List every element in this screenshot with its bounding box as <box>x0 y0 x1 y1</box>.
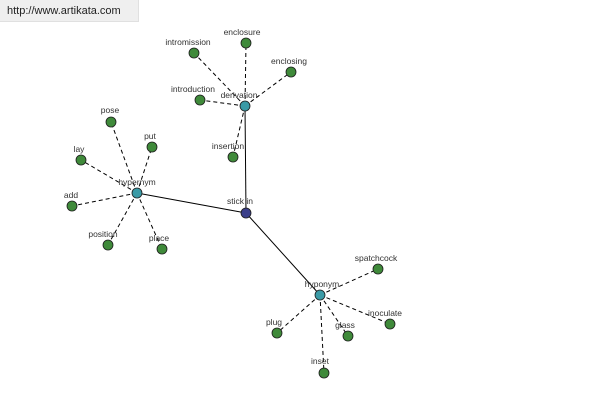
leaf-node-enclosing[interactable] <box>285 66 297 78</box>
edge-hyponym-inset <box>319 294 325 374</box>
edge-stickin-derivation <box>244 105 247 214</box>
leaf-node-add[interactable] <box>66 200 78 212</box>
leaf-node-lay[interactable] <box>75 154 87 166</box>
node-label-hyponym: hyponym <box>305 279 340 289</box>
edge-derivation-intromission <box>193 52 246 107</box>
leaf-node-insertion[interactable] <box>227 151 239 163</box>
node-label-hypernym: hypernym <box>118 177 155 187</box>
node-label-glass: glass <box>335 320 355 330</box>
leaf-node-inoculate[interactable] <box>384 318 396 330</box>
leaf-node-put[interactable] <box>146 141 158 153</box>
node-label-intromission: intromission <box>165 37 211 47</box>
leaf-node-place[interactable] <box>156 243 168 255</box>
watermark-url-box: http://www.artikata.com <box>0 0 139 22</box>
leaf-node-introduction[interactable] <box>194 94 206 106</box>
edge-derivation-enclosure <box>244 42 247 107</box>
edge-stickin-hyponym <box>245 212 321 296</box>
leaf-node-pose[interactable] <box>105 116 117 128</box>
node-label-plug: plug <box>266 317 282 327</box>
edge-derivation-introduction <box>199 99 246 107</box>
leaf-node-plug[interactable] <box>271 327 283 339</box>
nodes-layer <box>66 37 396 379</box>
node-label-derivation: derivation <box>221 90 258 100</box>
category-node-derivation[interactable] <box>239 100 251 112</box>
node-label-add: add <box>64 190 78 200</box>
node-label-lay: lay <box>74 144 86 154</box>
edge-derivation-insertion <box>232 105 246 158</box>
labels-layer: stick in derivation hypernym hyponym intromi… <box>64 27 402 366</box>
leaf-node-inset[interactable] <box>318 367 330 379</box>
node-label-inoculate: inoculate <box>368 308 402 318</box>
edge-hypernym-add <box>71 192 138 207</box>
watermark-url: http://www.artikata.com <box>7 5 121 17</box>
category-node-hyponym[interactable] <box>314 289 326 301</box>
node-label-spatchcock: spatchcock <box>355 253 398 263</box>
node-label-enclosing: enclosing <box>271 56 307 66</box>
node-label-position: position <box>88 229 118 239</box>
edge-hypernym-pose <box>110 121 138 194</box>
leaf-node-glass[interactable] <box>342 330 354 342</box>
edge-hypernym-position <box>107 192 138 246</box>
node-label-pose: pose <box>101 105 120 115</box>
leaf-node-enclosure[interactable] <box>240 37 252 49</box>
edge-hypernym-put <box>136 146 153 194</box>
edge-hyponym-inoculate <box>319 294 391 325</box>
edge-hyponym-plug <box>276 294 321 334</box>
leaf-node-intromission[interactable] <box>188 47 200 59</box>
edge-hyponym-spatchcock <box>319 268 379 296</box>
node-label-inset: inset <box>311 356 330 366</box>
edge-hypernym-lay <box>80 159 138 194</box>
node-label-enclosure: enclosure <box>224 27 261 37</box>
center-node-stickin[interactable] <box>240 207 252 219</box>
node-label-put: put <box>144 131 156 141</box>
edges-layer <box>71 42 391 374</box>
edge-stickin-hypernym <box>136 192 247 214</box>
category-node-hypernym[interactable] <box>131 187 143 199</box>
node-label-introduction: introduction <box>171 84 215 94</box>
node-label-stickin: stick in <box>227 196 253 206</box>
node-label-place: place <box>149 233 170 243</box>
edge-derivation-enclosing <box>244 71 292 107</box>
edge-hypernym-place <box>136 192 163 250</box>
node-label-insertion: insertion <box>212 141 244 151</box>
leaf-node-position[interactable] <box>102 239 114 251</box>
edge-hyponym-glass <box>319 294 349 337</box>
leaf-node-spatchcock[interactable] <box>372 263 384 275</box>
